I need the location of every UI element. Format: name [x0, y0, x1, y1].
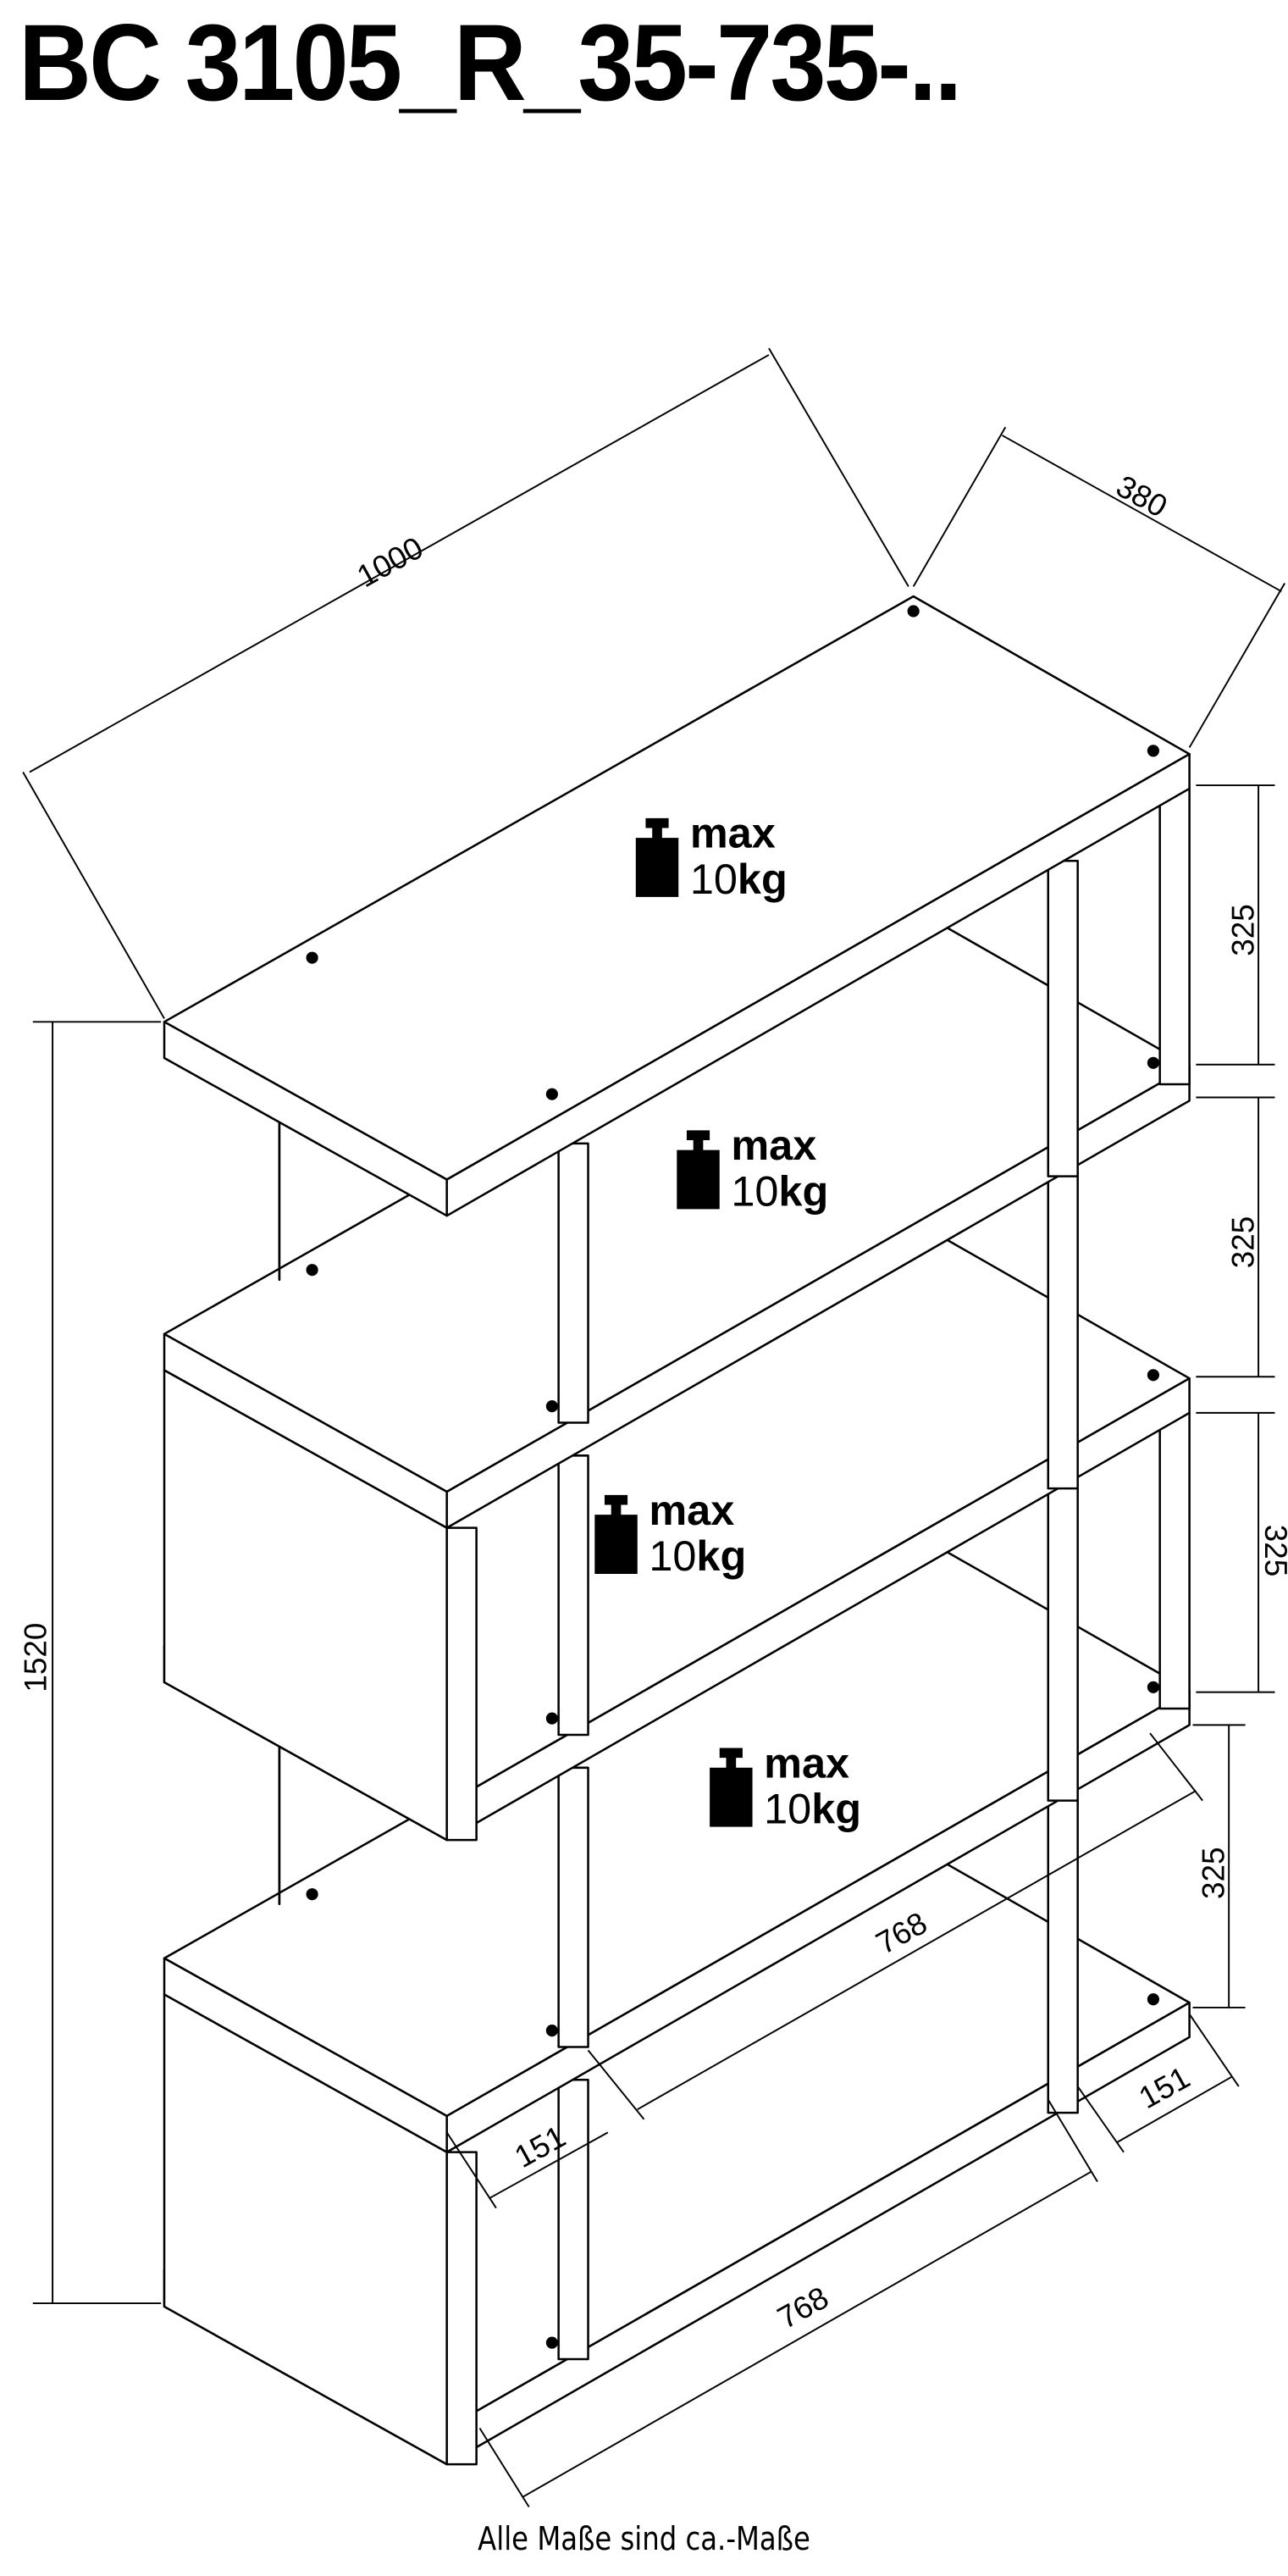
dowel-hole: [306, 951, 318, 964]
dim-depth-label: 380: [1110, 468, 1173, 524]
side-panel-right: [1158, 787, 1191, 1086]
dowel-hole: [545, 1400, 558, 1413]
side-panel-right: [1158, 1411, 1191, 1710]
center-panel: [557, 2079, 589, 2361]
dowel-hole: [306, 1888, 318, 1901]
load-max: max: [764, 1738, 849, 1787]
load-number: 10: [649, 1532, 696, 1580]
footer-note: Alle Maße sind ca.-Maße: [478, 2520, 810, 2557]
shelf-side-edge: [445, 1065, 1191, 1529]
weight-icon: [635, 817, 679, 897]
dowel-hole: [306, 1264, 318, 1277]
dim-compartment-2-label: 325: [1225, 1216, 1260, 1268]
load-unit: kg: [778, 1167, 828, 1216]
dim-inner-width-lower-label: 768: [771, 2280, 834, 2335]
load-max: max: [731, 1121, 816, 1169]
load-number: 10: [764, 1785, 811, 1833]
dowel-hole: [1147, 1056, 1159, 1069]
dim-width-label: 1000: [351, 530, 429, 595]
center-panel: [557, 1454, 589, 1737]
drawing-title: BC 3105_R_35-735-..: [19, 3, 962, 124]
side-panel-left: [445, 1526, 478, 1842]
side-panel-left: [445, 2151, 478, 2466]
center-panel: [1047, 1796, 1079, 2114]
dim-height-total-label: 1520: [18, 1623, 53, 1692]
dowel-hole: [545, 2025, 558, 2037]
shelf-side-edge: [445, 1689, 1191, 2153]
load-max: max: [690, 809, 776, 857]
load-value: 10kg: [649, 1532, 746, 1580]
load-value: 10kg: [764, 1785, 861, 1833]
load-unit: kg: [696, 1532, 746, 1580]
dim-compartment-3-label: 325: [1258, 1525, 1288, 1576]
dim-compartment-4-label: 325: [1196, 1847, 1230, 1898]
dim-offset-right-label: 151: [1133, 2060, 1196, 2116]
dowel-hole: [907, 605, 920, 618]
dowel-hole: [545, 2336, 558, 2349]
center-panel: [557, 1142, 589, 1424]
load-value: 10kg: [731, 1167, 828, 1216]
weight-icon: [677, 1130, 720, 1210]
shelf-side-edge: [445, 752, 1191, 1217]
dowel-hole: [1147, 1681, 1159, 1693]
center-panel: [1047, 1172, 1079, 1490]
dowel-hole: [1147, 1993, 1159, 2006]
weight-icon: [594, 1494, 638, 1574]
center-panel: [1047, 1483, 1079, 1802]
dim-compartment-1-label: 325: [1225, 904, 1260, 956]
dimension-lines: [22, 347, 1285, 2508]
load-number: 10: [731, 1167, 778, 1216]
dowel-hole: [545, 1712, 558, 1725]
load-unit: kg: [811, 1785, 861, 1833]
load-value: 10kg: [690, 855, 788, 903]
center-panel: [557, 1766, 589, 2048]
weight-icon: [710, 1748, 753, 1827]
dowel-hole: [545, 1088, 558, 1100]
load-unit: kg: [738, 855, 788, 903]
load-max: max: [649, 1486, 734, 1534]
center-panel: [1047, 859, 1079, 1177]
dowel-hole: [1147, 745, 1159, 757]
load-number: 10: [690, 855, 738, 903]
dowel-hole: [1147, 1369, 1159, 1382]
